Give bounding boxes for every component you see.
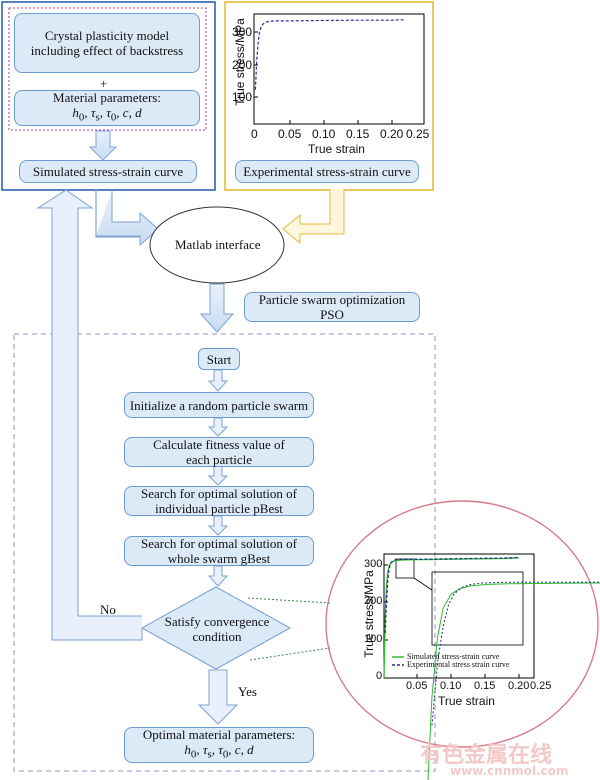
top-chart-xtick: 0	[251, 127, 258, 141]
legend-simulated-label: Simulated stress-strain curve	[407, 652, 500, 661]
zoom-chart-axes	[383, 553, 535, 679]
top-chart-xlabel: True strain	[308, 142, 365, 156]
matlab-ellipse	[149, 206, 285, 284]
fitness-box: Calculate fitness value of each particle	[124, 437, 314, 467]
model-frame	[1, 1, 216, 191]
yes-label: Yes	[238, 684, 257, 699]
start-box: Start	[198, 348, 240, 370]
watermark-cn: 有色金属在线	[420, 743, 553, 768]
watermark-url: www.cnnmol.com	[450, 764, 569, 778]
leader-line-bottom	[249, 647, 331, 661]
arrow-to-simulated	[88, 130, 118, 161]
zoom-chart-ytick: 200	[364, 595, 383, 607]
zoom-chart-experimental-line	[384, 556, 520, 633]
inset-simulated-line	[427, 582, 600, 780]
no-loop-arrow	[36, 189, 143, 641]
zoom-chart-ytick: 0	[376, 670, 383, 682]
experimental-curve-box: Experimental stress-strain curve	[235, 160, 419, 183]
matlab-label: Matlab interface	[175, 237, 261, 252]
decision-diamond	[140, 586, 292, 670]
top-chart-xtick: 0.10	[312, 127, 336, 141]
flow-arrows	[197, 369, 239, 725]
init-swarm-box: Initialize a random particle swarm	[124, 392, 314, 418]
no-label: No	[100, 602, 116, 617]
top-chart-axes	[253, 13, 425, 125]
model-box: Crystal plasticity model including effec…	[14, 13, 200, 73]
top-chart-ytick: 100	[232, 90, 253, 104]
experiment-frame	[224, 1, 434, 191]
zoom-chart-xtick: 0.20	[508, 680, 530, 692]
top-chart-xtick: 0.15	[346, 127, 370, 141]
model-inner-frame	[8, 7, 207, 131]
legend-experimental-label: Experimental stress strain curve	[407, 660, 510, 669]
top-chart-xtick: 0.05	[278, 127, 302, 141]
connector-experimental-matlab	[282, 189, 345, 245]
zoom-chart-xtick: 0.15	[474, 680, 496, 692]
optimal-params-title: Optimal material parameters:	[142, 727, 296, 743]
top-chart-xtick: 0.25	[406, 127, 430, 141]
connector-simulated-matlab	[95, 189, 150, 238]
pso-frame	[13, 333, 436, 772]
zoom-chart-ytick: 100	[364, 633, 383, 645]
pso-line1: Particle swarm optimization	[258, 292, 406, 307]
pso-box: Particle swarm optimization PSO	[244, 292, 420, 322]
pbest-box: Search for optimal solution of individua…	[124, 486, 314, 516]
decision-text: Satisfy convergence condition	[164, 614, 270, 644]
params-title: Material parameters:	[53, 90, 161, 106]
simulated-curve-box: Simulated stress-strain curve	[19, 160, 197, 183]
plus-sign: +	[100, 76, 108, 91]
params-list: h0, τs, τ0, c, d	[72, 105, 142, 124]
zoom-chart-xtick: 0.25	[530, 680, 552, 692]
zoom-chart-ylabel: True stress/MPa	[362, 570, 376, 658]
zoom-chart-xtick: 0.05	[406, 680, 428, 692]
params-box: Material parameters: h0, τs, τ0, c, d	[14, 90, 200, 126]
zoom-circle	[325, 500, 599, 748]
optimal-params-box: Optimal material parameters: h0, τs, τ0,…	[124, 727, 314, 763]
optimal-params-list: h0, τs, τ0, c, d	[184, 742, 254, 761]
top-chart-ytick: 200	[232, 58, 253, 72]
gbest-box: Search for optimal solution of whole swa…	[124, 536, 314, 566]
top-chart-ytick: 300	[232, 25, 253, 39]
connector-simulated-matlab-arrow	[96, 190, 159, 247]
pso-line2: PSO	[320, 307, 344, 322]
leader-line-top	[247, 597, 331, 604]
top-chart-xtick: 0.20	[380, 127, 404, 141]
zoom-chart-ytick: 300	[364, 558, 383, 570]
arrow-matlab-pso	[199, 283, 235, 333]
top-chart-experimental-line	[254, 19, 404, 90]
zoom-chart-xlabel: True strain	[438, 694, 495, 708]
zoom-chart-xtick: 0.10	[440, 680, 462, 692]
